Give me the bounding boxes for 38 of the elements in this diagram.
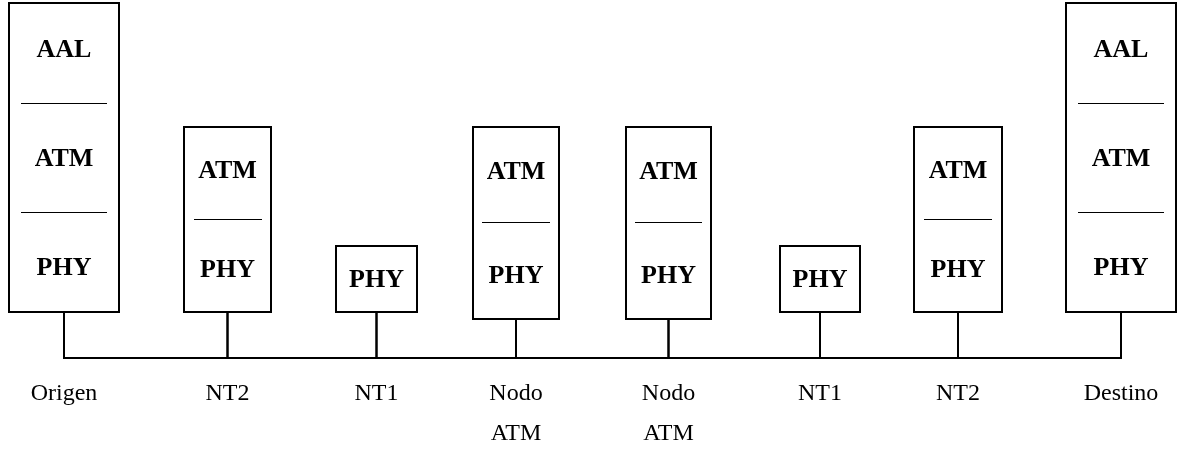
connector-line: [957, 312, 1122, 359]
layer-label: ATM: [34, 142, 94, 173]
layer-label: PHY: [930, 254, 986, 284]
node-caption: NT1: [353, 378, 400, 407]
connector-line: [63, 312, 229, 359]
layer-label: AAL: [1093, 33, 1149, 64]
layer-label: PHY: [792, 264, 848, 294]
node-caption: Nodo ATM: [640, 378, 697, 447]
layer-label: AAL: [36, 33, 92, 64]
connector-line: [515, 319, 670, 359]
node-caption: NT2: [204, 378, 251, 407]
node-caption: NT1: [797, 378, 843, 407]
layer-label: ATM: [639, 156, 698, 187]
connector-line: [226, 312, 378, 359]
layer-label: PHY: [1093, 251, 1149, 282]
connector-line: [375, 312, 517, 359]
node-caption: Destino: [1082, 378, 1160, 407]
layer-label: PHY: [349, 264, 404, 294]
protocol-stack-box: [472, 126, 560, 320]
protocol-stack-box: [8, 2, 120, 313]
protocol-stack-box: [625, 126, 712, 320]
node-caption: Nodo ATM: [488, 378, 544, 447]
layer-label: ATM: [486, 156, 546, 187]
protocol-stack-box: [335, 245, 418, 313]
layer-label: PHY: [641, 259, 696, 290]
layer-label: PHY: [36, 251, 92, 282]
node-caption: NT2: [935, 378, 981, 407]
protocol-stack-box: [1065, 2, 1177, 313]
layer-label: ATM: [928, 155, 988, 185]
node-caption: Origen: [29, 378, 99, 407]
protocol-stack-box: [913, 126, 1003, 313]
layer-label: PHY: [488, 259, 544, 290]
protocol-stack-box: [183, 126, 272, 313]
layer-label: PHY: [200, 254, 255, 284]
connector-line: [819, 312, 959, 359]
layer-label: ATM: [1091, 142, 1151, 173]
protocol-stack-box: [779, 245, 861, 313]
layer-label: ATM: [198, 155, 257, 185]
